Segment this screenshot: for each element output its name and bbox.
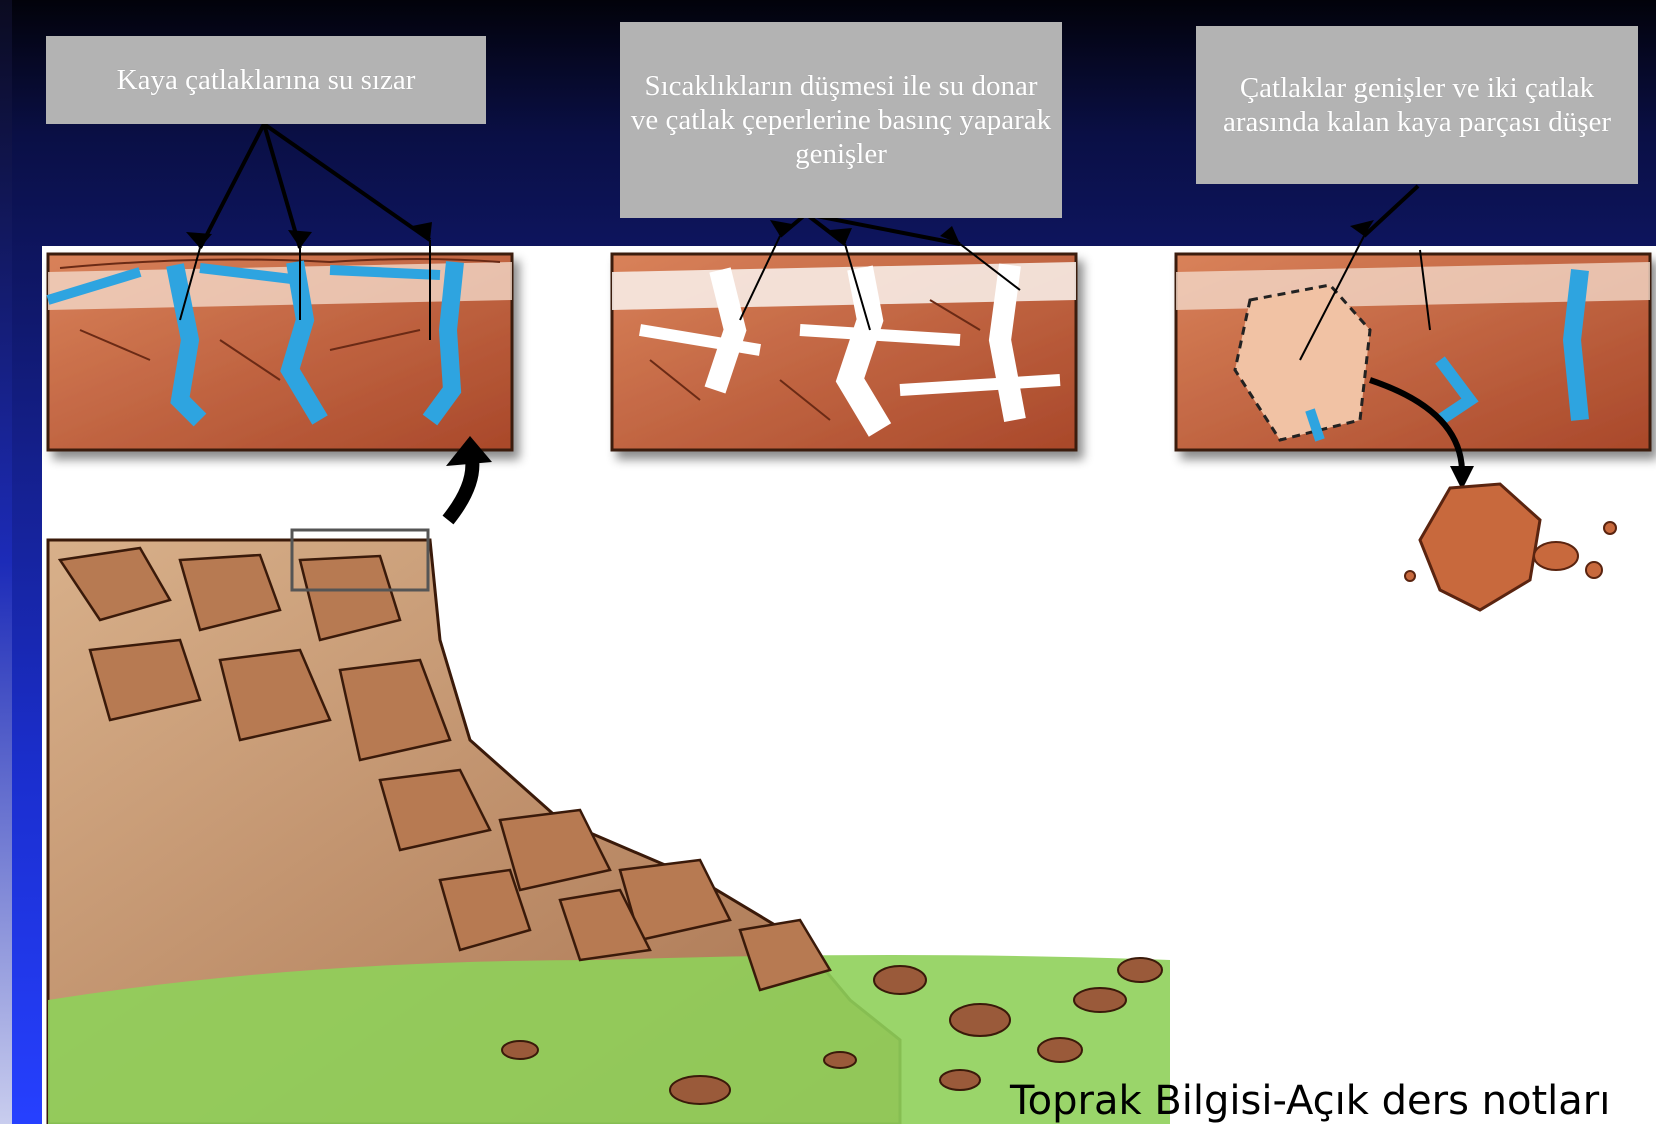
cliff-and-talus [48,530,1170,1124]
footer-source-text: Toprak Bilgisi-Açık ders notları [1010,1078,1610,1124]
caption-ice-expands: Sıcaklıkların düşmesi ile su donar ve ça… [620,22,1062,218]
arrowheads [186,220,1374,248]
caption-water-seeps: Kaya çatlaklarına su sızar [46,36,486,124]
panel-ice-expands [612,254,1076,450]
caption-rock-falls: Çatlaklar genişler ve iki çatlak arasınd… [1196,26,1638,184]
panel-rock-falls [1176,254,1650,450]
falling-rock-fragment [1405,484,1616,610]
panel-water-seeps [48,254,512,450]
